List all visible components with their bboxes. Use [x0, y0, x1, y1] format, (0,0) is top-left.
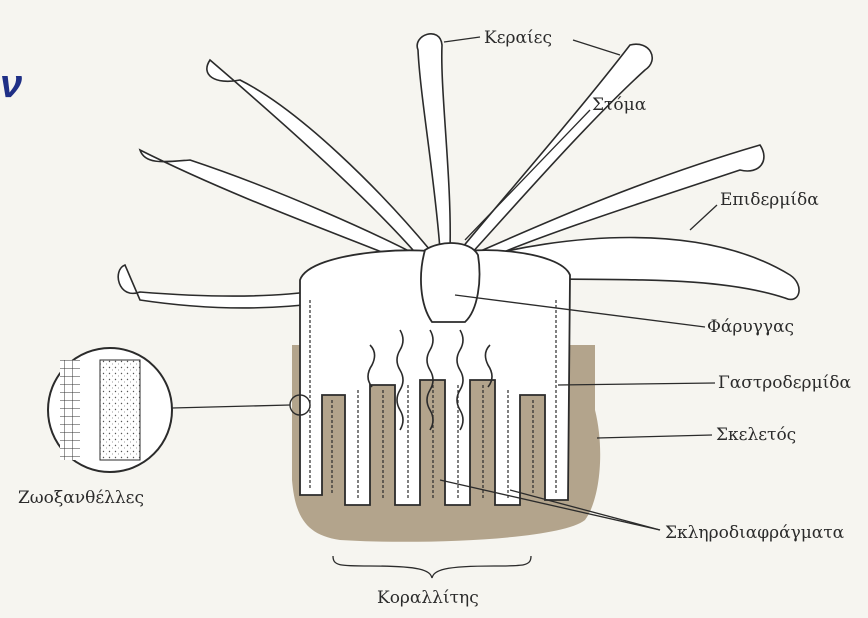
leader-tentacles-2: [573, 40, 620, 55]
tentacles: [140, 34, 764, 270]
leader-tentacles-1: [444, 37, 480, 42]
corallite-brace: [333, 556, 531, 578]
label-sclerosepta: Σκληροδιαφράγματα: [665, 523, 844, 543]
corner-mark: ν: [0, 62, 22, 107]
label-zooxanthellae: Ζωοξανθέλλες: [18, 488, 144, 508]
inset-cells: [60, 360, 80, 460]
leader-skeleton: [597, 435, 712, 438]
inset-zooxanthellae: [100, 360, 140, 460]
label-skeleton: Σκελετός: [716, 425, 796, 445]
label-pharynx: Φάρυγγας: [707, 317, 794, 337]
tentacle-center: [417, 34, 450, 250]
pharynx-shape: [421, 243, 480, 322]
leader-epidermis: [690, 205, 717, 230]
leader-zooxanthellae: [172, 405, 290, 408]
label-mouth: Στόμα: [592, 95, 646, 115]
label-corallite: Κοραλλίτης: [377, 588, 479, 608]
label-tentacles: Κεραίες: [484, 28, 552, 48]
label-epidermis: Επιδερμίδα: [720, 190, 819, 210]
label-gastrodermis: Γαστροδερμίδα: [718, 373, 851, 393]
tentacle-upper-left: [207, 60, 430, 258]
